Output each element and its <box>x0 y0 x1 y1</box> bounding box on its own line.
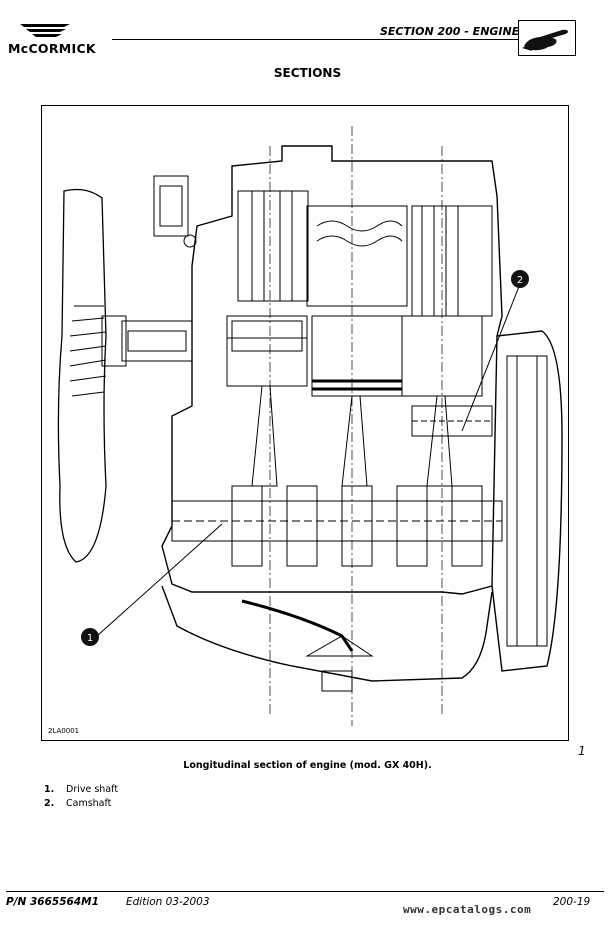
callout-2-label: 2 <box>517 275 523 286</box>
legend-number: 1. <box>44 784 55 795</box>
callout-2: 2 <box>511 270 529 288</box>
legend-number: 2. <box>44 798 55 809</box>
brand-name: McCORMICK <box>8 41 96 56</box>
header-rule <box>112 39 550 40</box>
legend-label: Drive shaft <box>66 784 119 795</box>
legend-label: Camshaft <box>66 798 112 809</box>
figure-number: 1 <box>578 744 586 758</box>
section-title: SECTION 200 - ENGINE <box>380 25 520 38</box>
callout-1-label: 1 <box>87 633 93 644</box>
callout-1: 1 <box>81 628 99 646</box>
page-heading: SECTIONS <box>273 66 342 80</box>
edition: Edition 03-2003 <box>126 896 210 908</box>
figure-caption: Longitudinal section of engine (mod. GX … <box>183 760 432 771</box>
drawing-code: 2LA0001 <box>48 727 80 735</box>
pointing-hand-icon <box>518 20 576 56</box>
page-number: 200-19 <box>553 896 591 908</box>
section-marker <box>518 20 576 56</box>
figure-frame: 1 2 <box>41 105 569 741</box>
engine-section-drawing: 1 2 <box>57 126 563 726</box>
brand-logo <box>6 22 116 58</box>
legend-item: 2. Camshaft <box>44 798 111 809</box>
mccormick-stripes-logo-icon <box>20 24 70 37</box>
part-number: P/N 3665564M1 <box>6 896 99 908</box>
watermark: www.epcatalogs.com <box>403 903 532 916</box>
legend-item: 1. Drive shaft <box>44 784 118 795</box>
footer-rule <box>6 891 604 892</box>
